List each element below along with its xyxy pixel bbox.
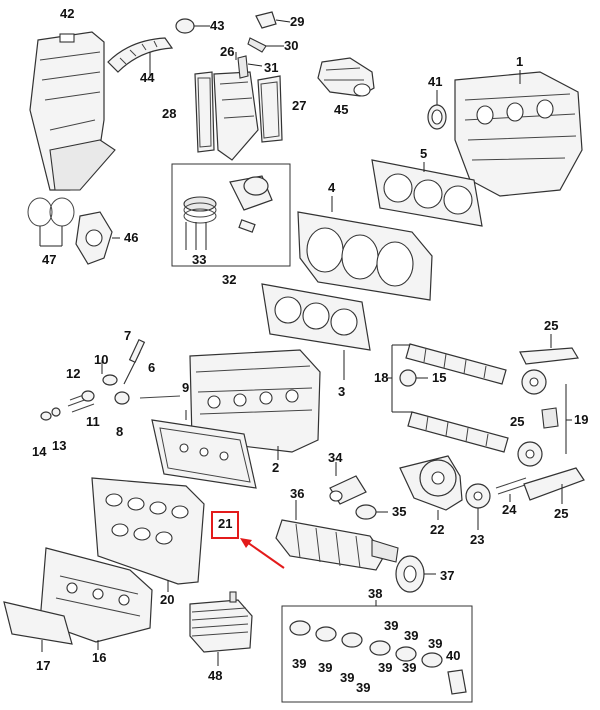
intermediate-shaft-part [399,455,463,520]
sprocket-part [465,483,491,530]
callout-45: 45 [334,102,348,117]
cam-sprocket-set-part [517,369,572,467]
crankshaft-part [275,500,399,571]
filler-cap-part [175,18,210,34]
callout-11: 11 [86,414,100,429]
callout-39-h: 39 [340,670,354,685]
callout-43: 43 [210,18,224,33]
callout-42: 42 [60,6,74,21]
callout-32: 32 [222,272,236,287]
callout-27: 27 [292,98,306,113]
callout-37: 37 [440,568,454,583]
coolant-reservoir-part [29,31,116,191]
valve-train-small-parts [40,338,181,421]
callout-39-i: 39 [356,680,370,695]
intake-camshaft-part [392,343,507,385]
callout-47: 47 [42,252,56,267]
callout-46: 46 [124,230,138,245]
heat-shield-part [3,601,73,652]
callout-4: 4 [328,180,336,195]
callout-39-g: 39 [402,660,416,675]
callout-34: 34 [328,450,343,465]
callout-1: 1 [516,54,523,69]
callout-19: 19 [574,412,588,427]
oil-filler-part [317,57,375,97]
chain-guide-lower-part [523,467,585,504]
head-cover-gasket-part [151,410,257,489]
sensor-bracket-part [247,11,291,53]
callout-41: 41 [428,74,442,89]
callout-23: 23 [470,532,484,547]
camshaft-cover-part [91,477,205,592]
callout-39-a: 39 [384,618,398,633]
callout-36: 36 [290,486,304,501]
callout-39-c: 39 [428,636,442,651]
callout-30: 30 [284,38,298,53]
cylinder-block-part [297,196,433,301]
piston-kit-box [171,163,291,267]
cylinder-head-part [189,349,321,460]
callout-38: 38 [368,586,382,601]
cover-gasket-set-part [194,52,283,161]
callout-8: 8 [116,424,123,439]
pulley-part [395,555,436,593]
cylinder-head-gasket-part [371,159,483,227]
connecting-rod-part [329,462,367,505]
callout-6: 6 [148,360,155,375]
callout-17: 17 [36,658,50,673]
bracket-18-lines [386,345,393,412]
hose-part [107,37,174,78]
block-gasket-part [261,283,371,380]
callout-39-b: 39 [404,628,418,643]
callout-9: 9 [182,380,189,395]
rod-bearing-part [355,504,388,520]
crankcase-part [454,70,583,197]
callout-20: 20 [160,592,174,607]
callout-10: 10 [94,352,108,367]
callout-29: 29 [290,14,304,29]
seal-ring-part [427,90,447,130]
chain-guide-upper-part [519,334,579,365]
callout-35: 35 [392,504,406,519]
oil-cooler-part [189,591,253,666]
callout-33: 33 [192,252,206,267]
callout-24: 24 [502,502,517,517]
callout-21: 21 [218,516,232,531]
callout-25-upper: 25 [544,318,558,333]
callout-31: 31 [264,60,278,75]
callout-26: 26 [220,44,234,59]
highlight-box [211,511,239,539]
callout-14: 14 [32,444,47,459]
callout-40: 40 [446,648,460,663]
timing-chain-part [495,477,529,502]
callout-22: 22 [430,522,444,537]
highlight-arrow [243,539,285,569]
bearing-set-box [281,600,473,703]
callout-3: 3 [338,384,345,399]
callout-44: 44 [140,70,155,85]
water-pump-part [75,211,120,265]
cam-seal-part [399,369,428,387]
callout-15: 15 [432,370,446,385]
callout-18: 18 [374,370,388,385]
exhaust-camshaft-part [392,411,509,453]
callout-39-d: 39 [292,656,306,671]
callout-48: 48 [208,668,222,683]
callout-16: 16 [92,650,106,665]
o-ring-set-part [27,197,75,247]
callout-39-f: 39 [378,660,392,675]
callout-25-mid: 25 [510,414,524,429]
callout-13: 13 [52,438,66,453]
callout-25-lower: 25 [554,506,568,521]
callout-7: 7 [124,328,131,343]
callout-2: 2 [272,460,279,475]
callout-39-e: 39 [318,660,332,675]
highlight-arrow-head [240,538,252,548]
callout-5: 5 [420,146,427,161]
callout-28: 28 [162,106,176,121]
callout-12: 12 [66,366,80,381]
